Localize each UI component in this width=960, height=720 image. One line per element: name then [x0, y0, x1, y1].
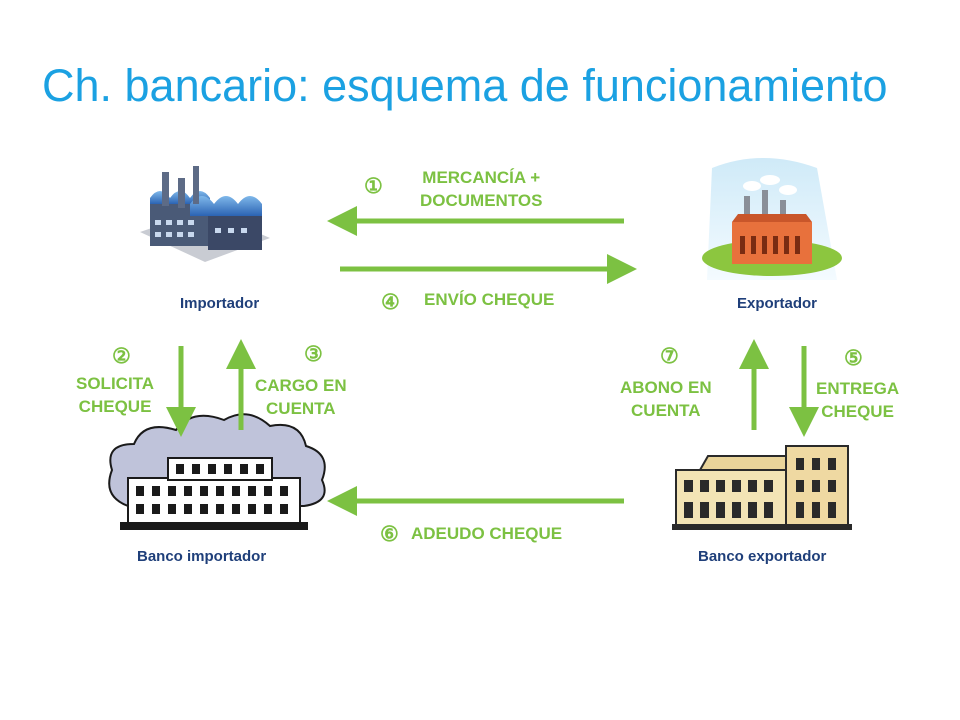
node-label-exportador: Exportador — [737, 295, 818, 312]
step-number-6: ⑥ — [380, 523, 399, 546]
step-number-3: ③ — [304, 343, 323, 366]
node-label-importador: Importador — [180, 295, 260, 312]
step-label-1: MERCANCÍA +DOCUMENTOS — [420, 168, 543, 210]
step-number-5: ⑤ — [844, 347, 863, 370]
node-label-banco-importador: Banco importador — [137, 548, 267, 565]
orange-factory-icon — [702, 158, 842, 280]
bank-building-icon — [672, 445, 852, 530]
factory-blue-roof-icon — [140, 166, 270, 262]
bank-building-icon — [108, 413, 326, 530]
node-label-banco-exportador: Banco exportador — [698, 548, 827, 565]
step-number-2: ② — [112, 345, 131, 368]
step-label-4: ENVÍO CHEQUE — [424, 290, 555, 309]
step-number-1: ① — [364, 175, 383, 198]
step-label-6: ADEUDO CHEQUE — [411, 524, 563, 543]
step-number-7: ⑦ — [660, 345, 679, 368]
step-number-4: ④ — [381, 291, 400, 314]
slide-title: Ch. bancario: esquema de funcionamiento — [42, 60, 888, 111]
